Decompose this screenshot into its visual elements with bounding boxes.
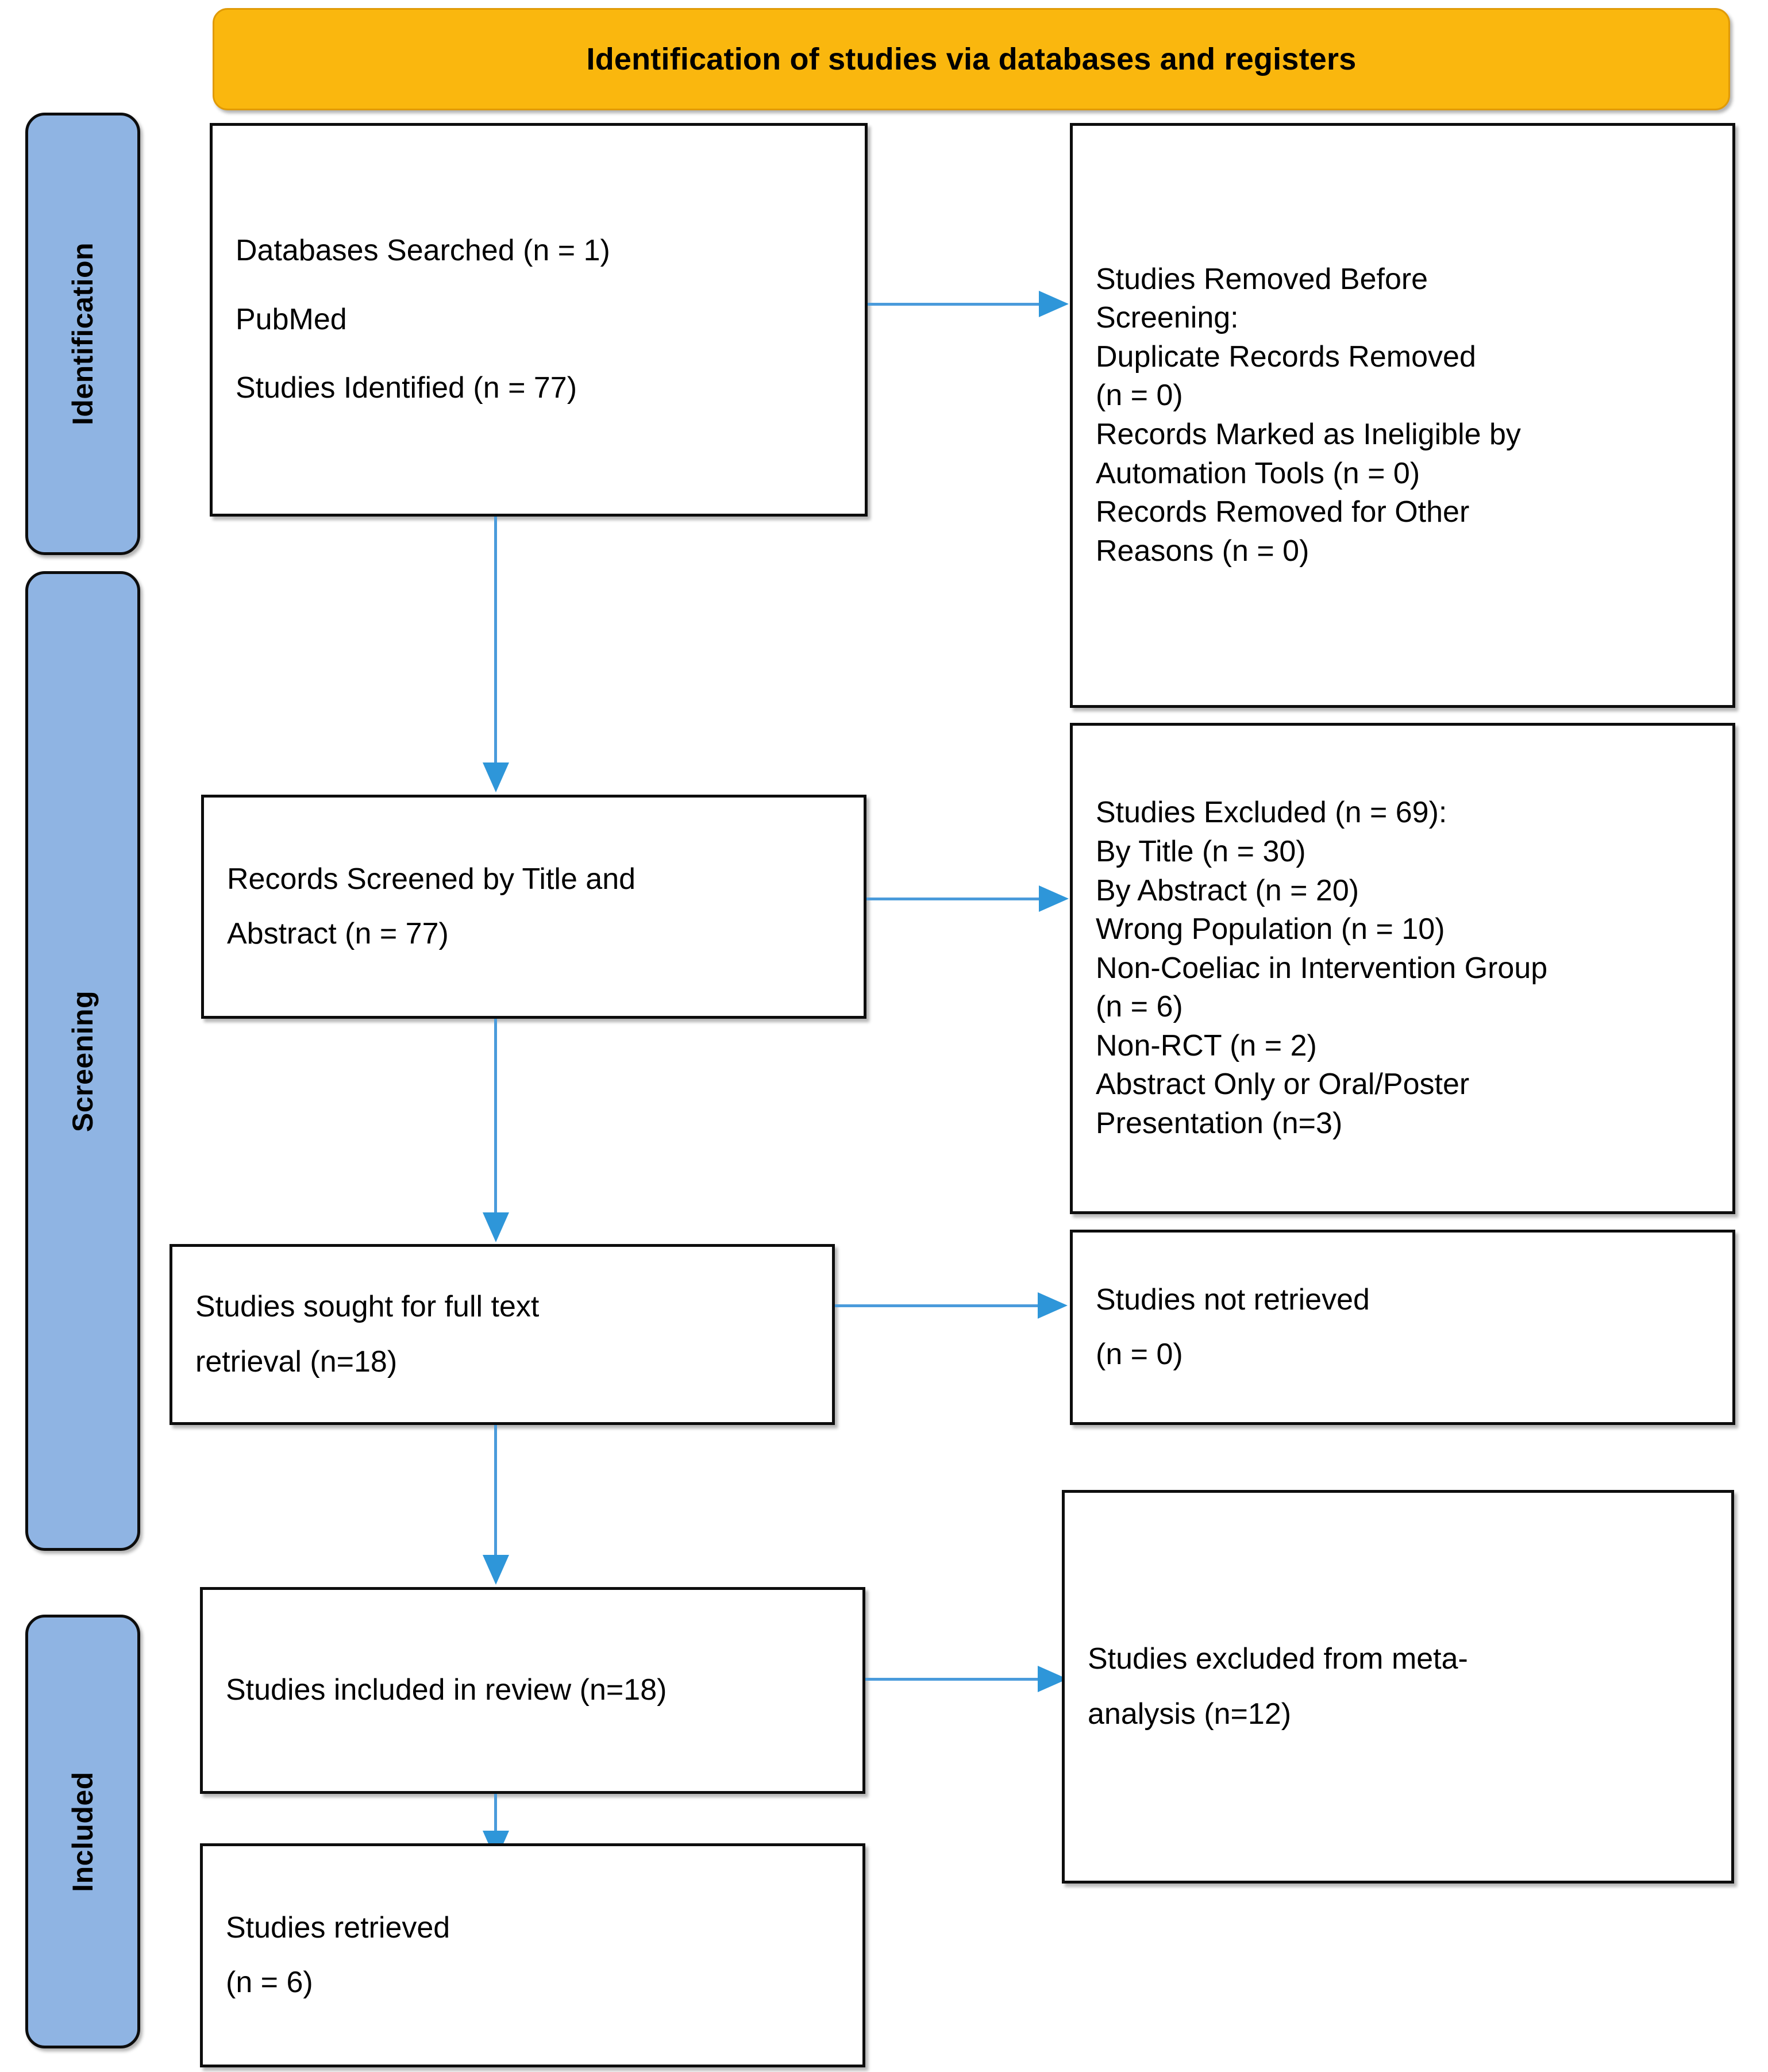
box-studies-excluded-line-8: Abstract Only or Oral/Poster bbox=[1096, 1068, 1470, 1102]
box-studies-excluded-line-5: Non-Coeliac in Intervention Group bbox=[1096, 951, 1548, 985]
identification-banner: Identification of studies via databases … bbox=[213, 8, 1730, 110]
box-removed-line-7: Records Removed for Other bbox=[1096, 495, 1470, 529]
box-studies-excluded-line-6: (n = 6) bbox=[1096, 990, 1183, 1024]
box-removed-line-5: Records Marked as Ineligible by bbox=[1096, 418, 1521, 451]
arrow-sought-to-not-retrieved-icon bbox=[1038, 1292, 1068, 1319]
arrow-sought-to-included-icon bbox=[483, 1555, 509, 1585]
box-not-retrieved-line-1: Studies not retrieved bbox=[1096, 1283, 1370, 1316]
box-sought-full-text-line-2: retrieval (n=18) bbox=[195, 1345, 398, 1378]
box-studies-retrieved: Studies retrieved (n = 6) bbox=[200, 1843, 865, 2067]
box-studies-identified: Databases Searched (n = 1) PubMed Studie… bbox=[210, 123, 868, 517]
box-studies-excluded-line-3: By Abstract (n = 20) bbox=[1096, 873, 1359, 907]
box-removed-line-6: Automation Tools (n = 0) bbox=[1096, 456, 1420, 490]
connector-sought-to-included bbox=[494, 1425, 497, 1556]
connector-included-to-retrieved bbox=[494, 1794, 497, 1835]
box-studies-identified-line-1: Databases Searched (n = 1) bbox=[236, 234, 610, 268]
box-studies-excluded-line-9: Presentation (n=3) bbox=[1096, 1107, 1343, 1141]
box-included-in-review: Studies included in review (n=18) bbox=[200, 1587, 865, 1794]
box-removed-line-1: Studies Removed Before bbox=[1096, 262, 1428, 296]
box-studies-retrieved-line-2: (n = 6) bbox=[226, 1966, 313, 1999]
box-removed-before-screening: Studies Removed Before Screening: Duplic… bbox=[1070, 123, 1735, 708]
box-records-screened-line-2: Abstract (n = 77) bbox=[227, 917, 449, 950]
box-studies-excluded-line-4: Wrong Population (n = 10) bbox=[1096, 912, 1445, 946]
stage-label-included: Included bbox=[25, 1615, 140, 2048]
box-studies-excluded: Studies Excluded (n = 69): By Title (n =… bbox=[1070, 723, 1735, 1214]
arrow-identified-to-screened-icon bbox=[483, 762, 509, 792]
box-studies-excluded-line-7: Non-RCT (n = 2) bbox=[1096, 1029, 1317, 1062]
box-excluded-meta-analysis-line-2: analysis (n=12) bbox=[1088, 1697, 1292, 1731]
connector-sought-to-not-retrieved bbox=[835, 1304, 1039, 1307]
box-studies-identified-line-2: PubMed bbox=[236, 302, 347, 336]
box-excluded-meta-analysis: Studies excluded from meta- analysis (n=… bbox=[1062, 1490, 1734, 1884]
arrow-screened-to-excluded-icon bbox=[1039, 885, 1069, 912]
stage-label-included-text: Included bbox=[67, 1771, 99, 1892]
box-records-screened-line-1: Records Screened by Title and bbox=[227, 862, 636, 896]
connector-included-to-excluded-meta bbox=[865, 1678, 1039, 1681]
stage-label-identification-text: Identification bbox=[67, 242, 99, 426]
box-removed-line-2: Screening: bbox=[1096, 301, 1239, 335]
connector-screened-to-sought bbox=[494, 1019, 497, 1214]
box-removed-line-3: Duplicate Records Removed bbox=[1096, 340, 1476, 373]
box-excluded-meta-analysis-line-1: Studies excluded from meta- bbox=[1088, 1642, 1468, 1676]
stage-label-identification: Identification bbox=[25, 113, 140, 555]
box-removed-line-8: Reasons (n = 0) bbox=[1096, 534, 1309, 568]
box-included-in-review-line-1: Studies included in review (n=18) bbox=[226, 1673, 667, 1707]
box-removed-line-4: (n = 0) bbox=[1096, 379, 1183, 413]
arrow-identified-to-removed-icon bbox=[1039, 291, 1069, 317]
connector-identified-to-removed bbox=[868, 303, 1040, 306]
connector-identified-to-screened bbox=[494, 517, 497, 764]
banner-title: Identification of studies via databases … bbox=[586, 42, 1357, 76]
box-sought-full-text: Studies sought for full text retrieval (… bbox=[170, 1244, 835, 1425]
box-not-retrieved-line-2: (n = 0) bbox=[1096, 1338, 1183, 1371]
box-studies-excluded-line-2: By Title (n = 30) bbox=[1096, 834, 1306, 868]
box-studies-excluded-line-1: Studies Excluded (n = 69): bbox=[1096, 796, 1447, 830]
box-sought-full-text-line-1: Studies sought for full text bbox=[195, 1290, 540, 1324]
box-studies-identified-line-3: Studies Identified (n = 77) bbox=[236, 371, 577, 405]
stage-label-screening-text: Screening bbox=[67, 990, 99, 1132]
arrow-screened-to-sought-icon bbox=[483, 1212, 509, 1242]
box-studies-retrieved-line-1: Studies retrieved bbox=[226, 1911, 450, 1944]
stage-label-screening: Screening bbox=[25, 571, 140, 1551]
box-not-retrieved: Studies not retrieved (n = 0) bbox=[1070, 1230, 1735, 1425]
box-records-screened: Records Screened by Title and Abstract (… bbox=[201, 795, 866, 1019]
connector-screened-to-excluded bbox=[866, 898, 1040, 900]
